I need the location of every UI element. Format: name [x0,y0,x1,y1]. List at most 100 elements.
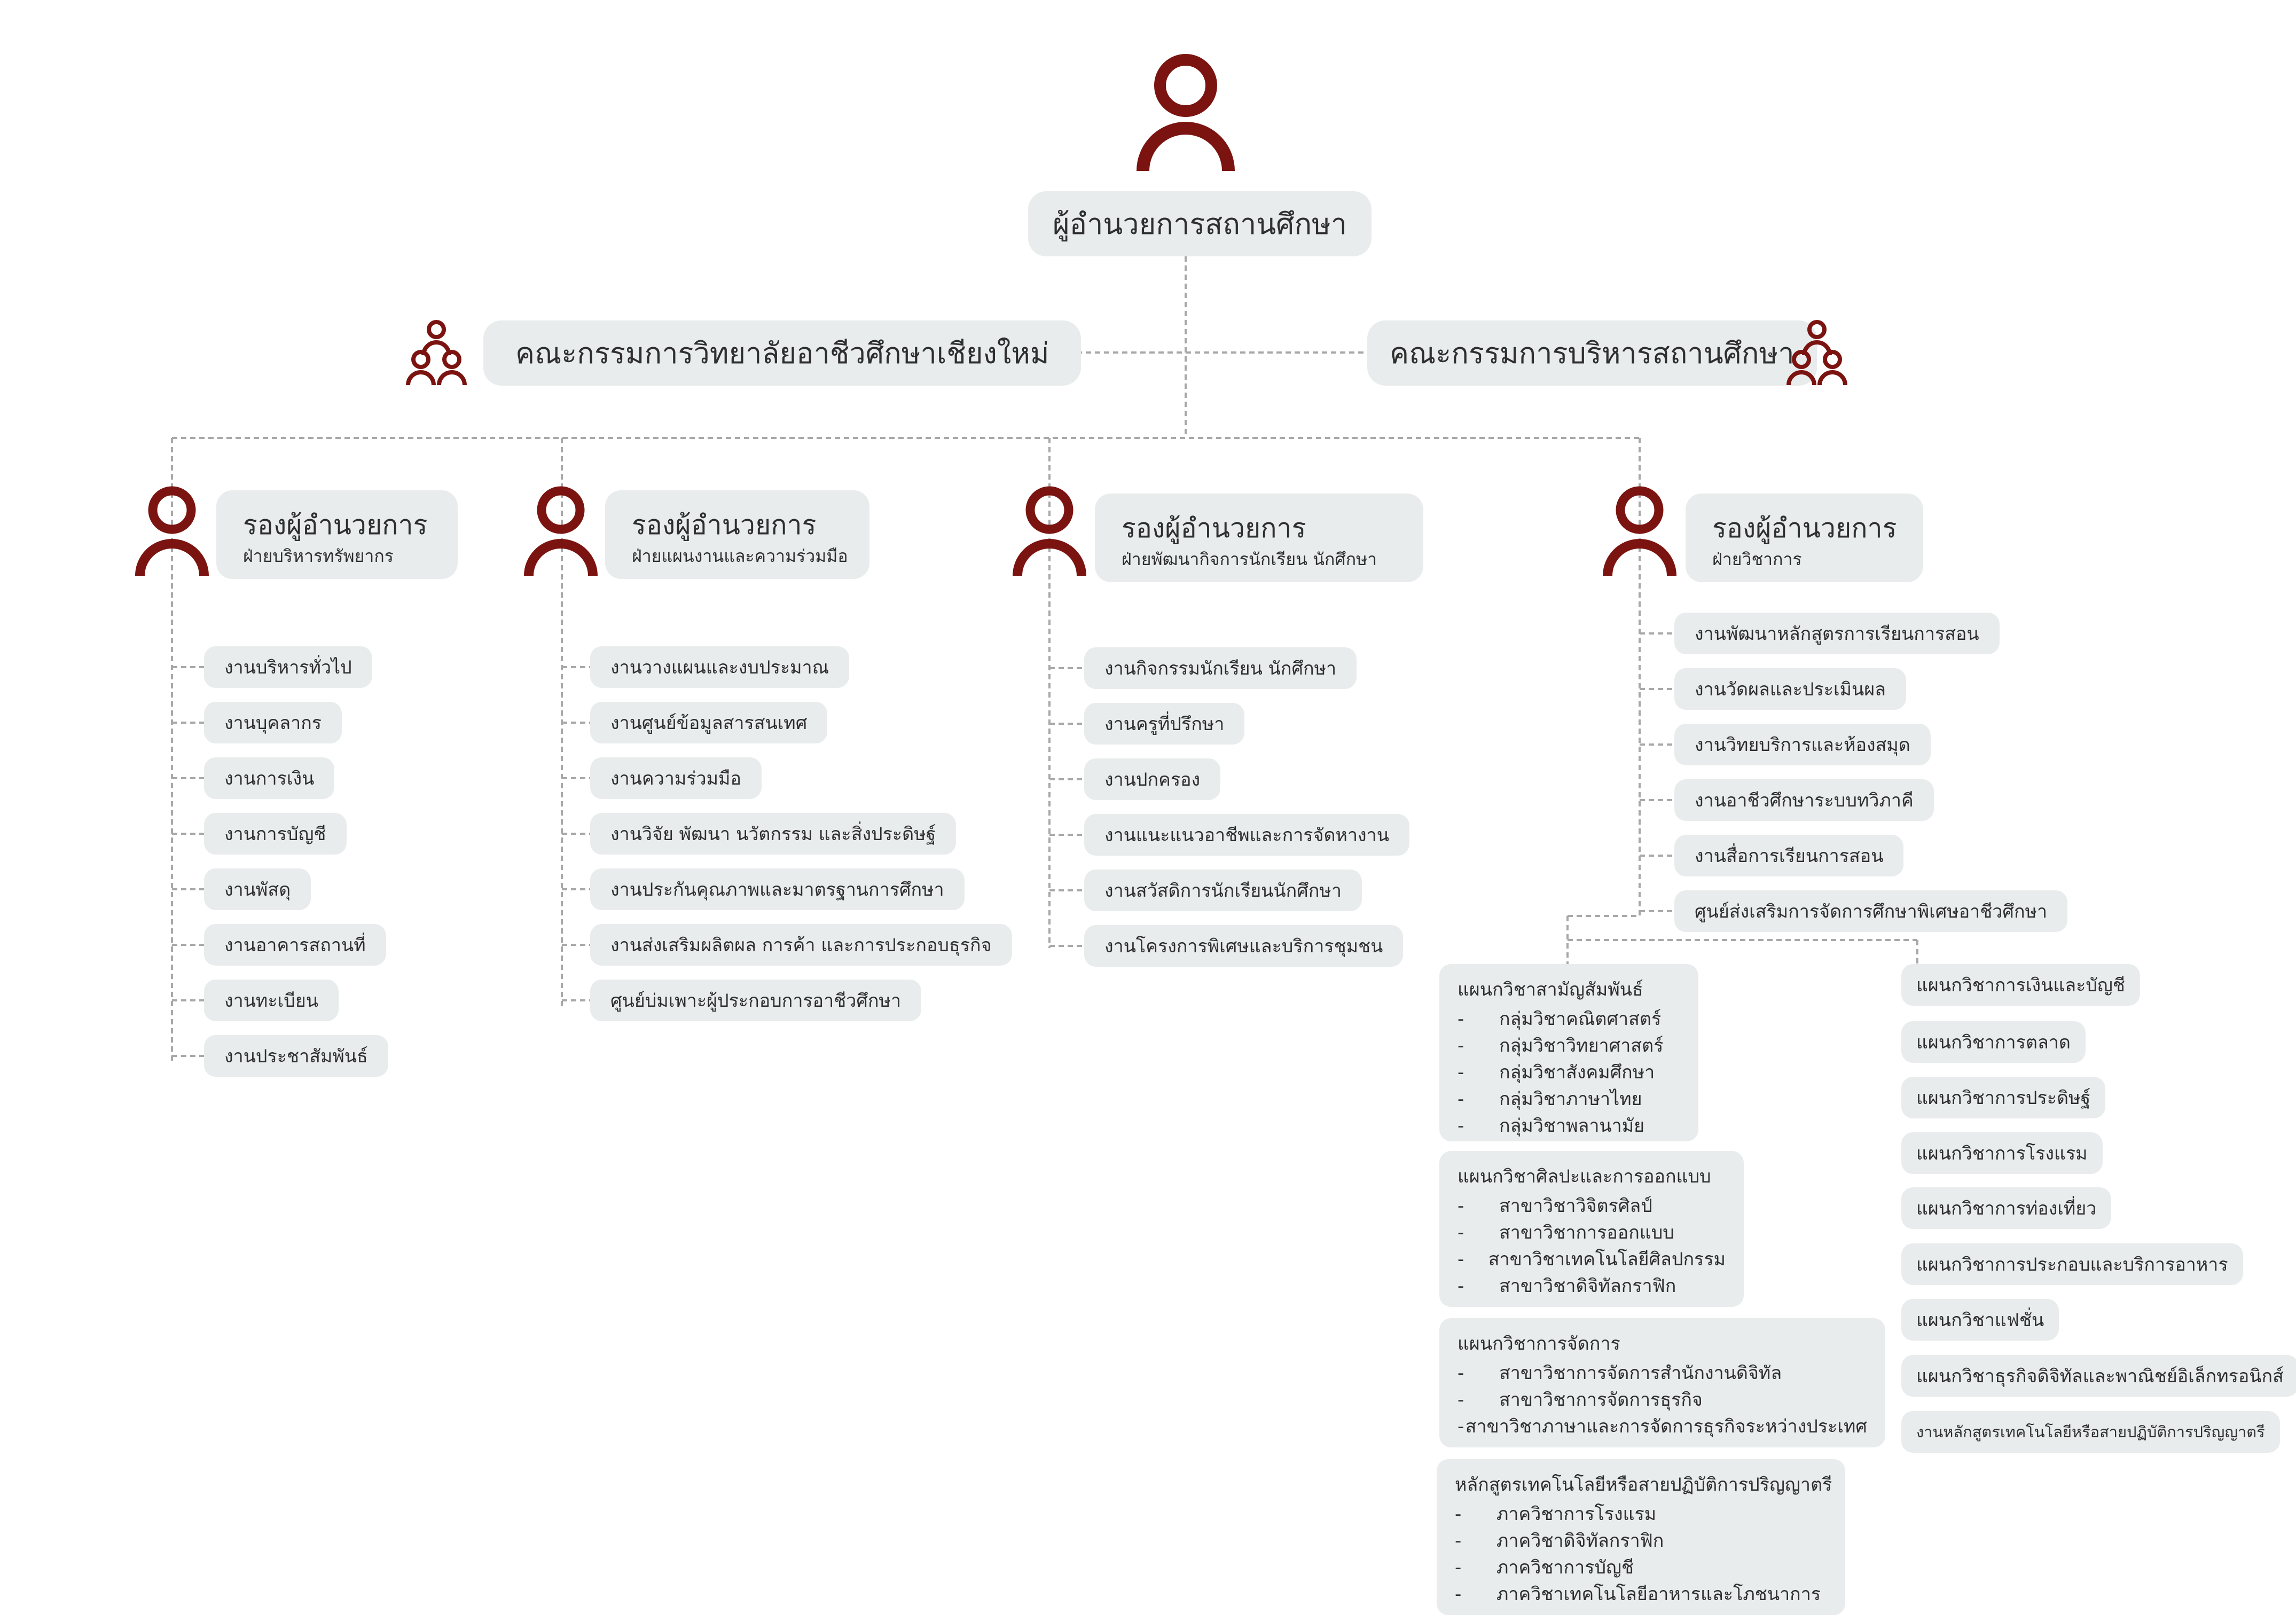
department-item-label: สาขาวิชาการออกแบบ [1499,1222,1674,1243]
task-item: งานส่งเสริมผลิตผล การค้า และการประกอบธุร… [590,924,1012,966]
bullet-dash: - [1455,1503,1462,1525]
group-icon [406,318,467,387]
department-title: หลักสูตรเทคโนโลยีหรือสายปฏิบัติการปริญญา… [1455,1474,1832,1495]
bullet-dash: - [1457,1008,1464,1030]
department-item: แผนกวิชาการท่องเที่ยว [1901,1187,2112,1229]
bullet-dash: - [1457,1089,1464,1110]
task-item: งานโครงการพิเศษและบริการชุมชน [1084,925,1404,967]
deputy-person-icon [134,486,211,580]
task-item: งานวางแผนและงบประมาณ [590,646,850,688]
department-box-bachelor: หลักสูตรเทคโนโลยีหรือสายปฏิบัติการปริญญา… [1437,1459,1845,1615]
committee-left-box: คณะกรรมการวิทยาลัยอาชีวศึกษาเชียงใหม่ [483,320,1082,386]
task-item: งานอาคารสถานที่ [204,924,386,966]
task-item: งานประกันคุณภาพและมาตรฐานการศึกษา [590,868,965,910]
committee-right-label: คณะกรรมการบริหารสถานศึกษา [1390,336,1795,370]
department-item-label: ภาควิชาการบัญชี [1496,1557,1634,1578]
bullet-dash: - [1457,1362,1464,1384]
department-item: -สาขาวิชาการออกแบบ [1457,1219,1726,1246]
task-item: งานครูที่ปรึกษา [1084,703,1245,745]
task-item: งานอาชีวศึกษาระบบทวิภาคี [1674,779,1934,821]
department-item-label: ภาควิชาดิจิทัลกราฟิก [1496,1530,1664,1552]
task-item: ศูนย์ส่งเสริมการจัดการศึกษาพิเศษอาชีวศึก… [1674,890,2068,932]
deputy-box-student-affairs: รองผู้อำนวยการ ฝ่ายพัฒนากิจการนักเรียน น… [1095,494,1423,582]
department-item-label: กลุ่มวิชาวิทยาศาสตร์ [1499,1035,1664,1056]
deputy-box-academic: รองผู้อำนวยการ ฝ่ายวิชาการ [1686,494,1923,582]
task-item: งานวิทยบริการและห้องสมุด [1674,724,1931,765]
department-item-label: ภาควิชาการโรงแรม [1496,1503,1657,1525]
department-title: แผนกวิชาสามัญสัมพันธ์ [1457,979,1643,1000]
director-title: ผู้อำนวยการสถานศึกษา [1053,207,1347,241]
deputy-division: ฝ่ายวิชาการ [1712,549,1802,569]
department-item: - กลุ่มวิชาวิทยาศาสตร์ [1457,1032,1680,1059]
department-item: แผนกวิชาการเงินและบัญชี [1901,964,2140,1006]
department-item: -สาขาวิชาภาษาและการจัดการธุรกิจระหว่างปร… [1457,1413,1867,1440]
department-item: แผนกวิชาการประกอบและบริการอาหาร [1901,1243,2243,1285]
department-items: - ภาควิชาการโรงแรม - ภาควิชาดิจิทัลกราฟิก - ภ… [1455,1501,1827,1608]
department-item-label: สาขาวิชาภาษาและการจัดการธุรกิจระหว่างประ… [1465,1416,1867,1437]
department-item: แผนกวิชาการตลาด [1901,1021,2086,1063]
department-item-label: ภาควิชาเทคโนโลยีอาหารและโภชนาการ [1496,1584,1821,1605]
bullet-dash: - [1457,1195,1464,1217]
department-item: - กลุ่มวิชาสังคมศึกษา [1457,1059,1680,1086]
committee-left-label: คณะกรรมการวิทยาลัยอาชีวศึกษาเชียงใหม่ [515,336,1049,370]
task-item: งานประชาสัมพันธ์ [204,1035,388,1077]
task-item: งานการบัญชี [204,813,347,855]
department-box-art-design: แผนกวิชาศิลปะและการออกแบบ - สาขาวิชาวิจิต… [1439,1151,1744,1307]
department-item-label: กลุ่มวิชาพลานามัย [1499,1115,1645,1137]
deputy-title: รองผู้อำนวยการ [1122,513,1306,544]
bullet-dash: - [1457,1035,1464,1056]
department-box-general-studies: แผนกวิชาสามัญสัมพันธ์ - กลุ่มวิชาคณิตศาสต… [1439,964,1698,1141]
department-items: - กลุ่มวิชาคณิตศาสตร์ - กลุ่มวิชาวิทยาศาสตร… [1457,1006,1680,1139]
task-item: งานบริหารทั่วไป [204,646,372,688]
bullet-dash: - [1457,1062,1464,1083]
task-item: งานสื่อการเรียนการสอน [1674,835,1904,876]
task-item: งานพัสดุ [204,868,311,910]
department-title: แผนกวิชาศิลปะและการออกแบบ [1457,1166,1711,1187]
bullet-dash: - [1457,1416,1464,1437]
department-item-label: สาขาวิชาดิจิทัลกราฟิก [1499,1275,1676,1297]
deputy-box-resources: รองผู้อำนวยการ ฝ่ายบริหารทรัพยากร [216,490,458,579]
department-item-label: กลุ่มวิชาภาษาไทย [1499,1089,1642,1110]
department-item-label: สาขาวิชาเทคโนโลยีศิลปกรรม [1488,1249,1726,1270]
task-item: งานการเงิน [204,757,335,799]
department-box-management: แผนกวิชาการจัดการ - สาขาวิชาการจัดการสำนั… [1439,1318,1885,1447]
department-item: - กลุ่มวิชาคณิตศาสตร์ [1457,1006,1680,1032]
task-item: งานสวัสดิการนักเรียนนักศึกษา [1084,870,1362,911]
department-item: - ภาควิชาเทคโนโลยีอาหารและโภชนาการ [1455,1581,1827,1608]
deputy-title: รองผู้อำนวยการ [1712,513,1897,544]
bullet-dash: - [1455,1584,1462,1605]
deputy-title: รองผู้อำนวยการ [632,510,817,541]
department-item: - กลุ่มวิชาพลานามัย [1457,1113,1680,1139]
department-item: แผนกวิชาแฟชั่น [1901,1299,2059,1341]
deputy-division: ฝ่ายพัฒนากิจการนักเรียน นักศึกษา [1122,549,1377,569]
department-items: -สาขาวิชาวิจิตรศิลป์-สาขาวิชาการออกแบบ-ส… [1457,1193,1726,1299]
task-item: งานบุคลากร [204,702,342,743]
department-item-label: สาขาวิชาวิจิตรศิลป์ [1499,1195,1652,1217]
task-item: งานศูนย์ข้อมูลสารสนเทศ [590,702,828,743]
task-item: งานวิจัย พัฒนา นวัตกรรม และสิ่งประดิษฐ์ [590,813,957,855]
bullet-dash: - [1455,1530,1462,1552]
director-person-icon [1135,53,1236,176]
group-icon [1786,318,1848,387]
deputy-division: ฝ่ายแผนงานและความร่วมมือ [632,546,848,566]
department-item: แผนกวิชาการโรงแรม [1901,1132,2103,1174]
task-item: ศูนย์บ่มเพาะผู้ประกอบการอาชีวศึกษา [590,980,922,1021]
department-item-label: กลุ่มวิชาสังคมศึกษา [1499,1062,1655,1083]
task-item: งานความร่วมมือ [590,757,762,799]
bullet-dash: - [1457,1115,1464,1137]
task-item: งานทะเบียน [204,980,339,1021]
bullet-dash: - [1457,1389,1464,1411]
department-item: งานหลักสูตรเทคโนโลยีหรือสายปฏิบัติการปริ… [1901,1411,2280,1453]
department-item: -สาขาวิชาดิจิทัลกราฟิก [1457,1273,1726,1299]
task-item: งานปกครอง [1084,758,1221,800]
deputy-title: รองผู้อำนวยการ [243,510,428,541]
bullet-dash: - [1457,1249,1464,1270]
task-item: งานกิจกรรมนักเรียน นักศึกษา [1084,647,1357,689]
deputy-box-planning: รองผู้อำนวยการ ฝ่ายแผนงานและความร่วมมือ [605,490,869,579]
department-title: แผนกวิชาการจัดการ [1457,1333,1620,1354]
department-item-label: สาขาวิชาการจัดการธุรกิจ [1499,1389,1703,1411]
department-item-label: กลุ่มวิชาคณิตศาสตร์ [1499,1008,1662,1030]
department-item: แผนกวิชาการประดิษฐ์ [1901,1077,2106,1118]
department-item-label: สาขาวิชาการจัดการสำนักงานดิจิทัล [1499,1362,1782,1384]
